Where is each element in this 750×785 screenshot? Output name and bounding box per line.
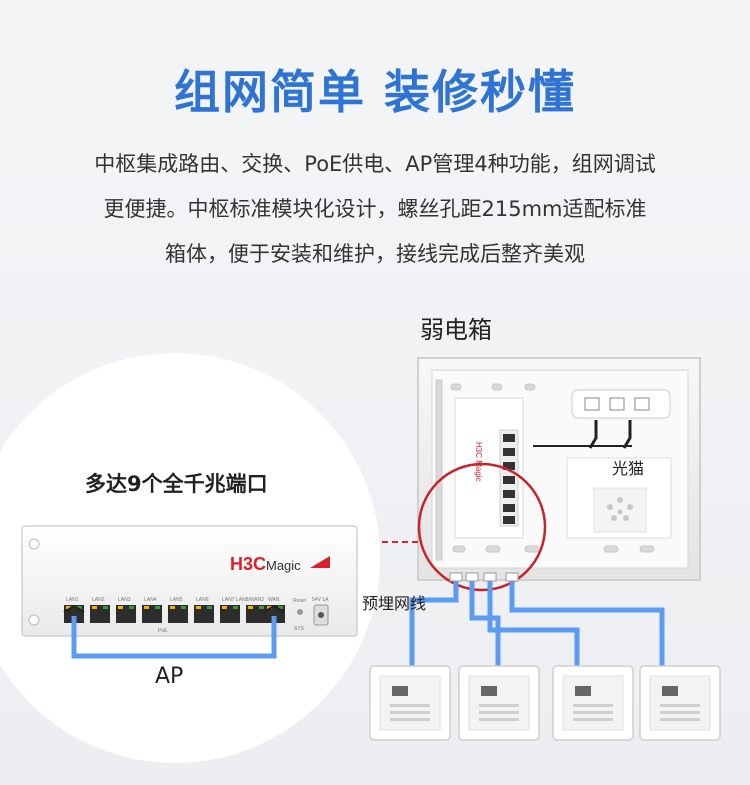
access-point — [552, 665, 634, 741]
cable-label: 预埋网线 — [362, 594, 427, 613]
network-box: H3C Magic — [417, 357, 701, 592]
highlight-circle — [417, 462, 547, 592]
description-line: 箱体，便于安装和维护，接线完成后整齐美观 — [165, 242, 585, 266]
port-label: LAN6 — [196, 597, 209, 603]
port-label: LAN2 — [92, 597, 105, 603]
access-point — [369, 665, 451, 741]
poe-label: PoE — [158, 628, 168, 634]
headline: 组网简单 装修秒懂 — [173, 65, 576, 119]
port-label: LAN1 — [66, 597, 79, 603]
modem — [566, 457, 672, 539]
port-label: LAN8/WAN2 — [236, 597, 264, 603]
router-in-box: H3C Magic — [454, 397, 524, 539]
port-label: LAN4 — [144, 597, 157, 603]
port-label: WAN — [268, 597, 280, 603]
reset-label: Reset — [293, 598, 307, 604]
ports-label: 多达9个全千兆端口 — [85, 472, 268, 496]
cable-ends — [449, 572, 519, 582]
description-line: 中枢集成路由、交换、PoE供电、AP管理4种功能，组网调试 — [94, 152, 656, 176]
ap-label: AP — [155, 664, 184, 689]
power-label: 54V 1A — [312, 597, 329, 603]
router-brand-suffix: Magic — [266, 558, 301, 573]
modem-label: 光猫 — [612, 459, 645, 478]
svg-text:H3C Magic: H3C Magic — [474, 442, 483, 482]
description: 中枢集成路由、交换、PoE供电、AP管理4种功能，组网调试 更便捷。中枢标准模块… — [30, 142, 720, 277]
access-point — [639, 665, 721, 741]
power-plugs — [533, 420, 632, 449]
brand-swoosh — [310, 556, 330, 568]
lan-ports — [64, 605, 285, 623]
router-front — [21, 525, 358, 637]
port-label: LAN3 — [118, 597, 131, 603]
power-strip — [571, 389, 671, 419]
reset-hole — [297, 609, 303, 615]
description-line: 更便捷。中枢标准模块化设计，螺丝孔距215mm适配标准 — [103, 197, 647, 221]
sys-label: SYS — [294, 626, 305, 632]
router-brand: H3C — [230, 554, 266, 574]
box-label: 弱电箱 — [420, 316, 492, 344]
access-points — [369, 665, 721, 741]
embedded-cables — [409, 578, 665, 668]
ap-cable — [71, 616, 277, 659]
access-point — [458, 665, 540, 741]
port-label: LAN5 — [170, 597, 183, 603]
port-label: LAN7 — [222, 597, 235, 603]
box-slots — [435, 379, 655, 561]
